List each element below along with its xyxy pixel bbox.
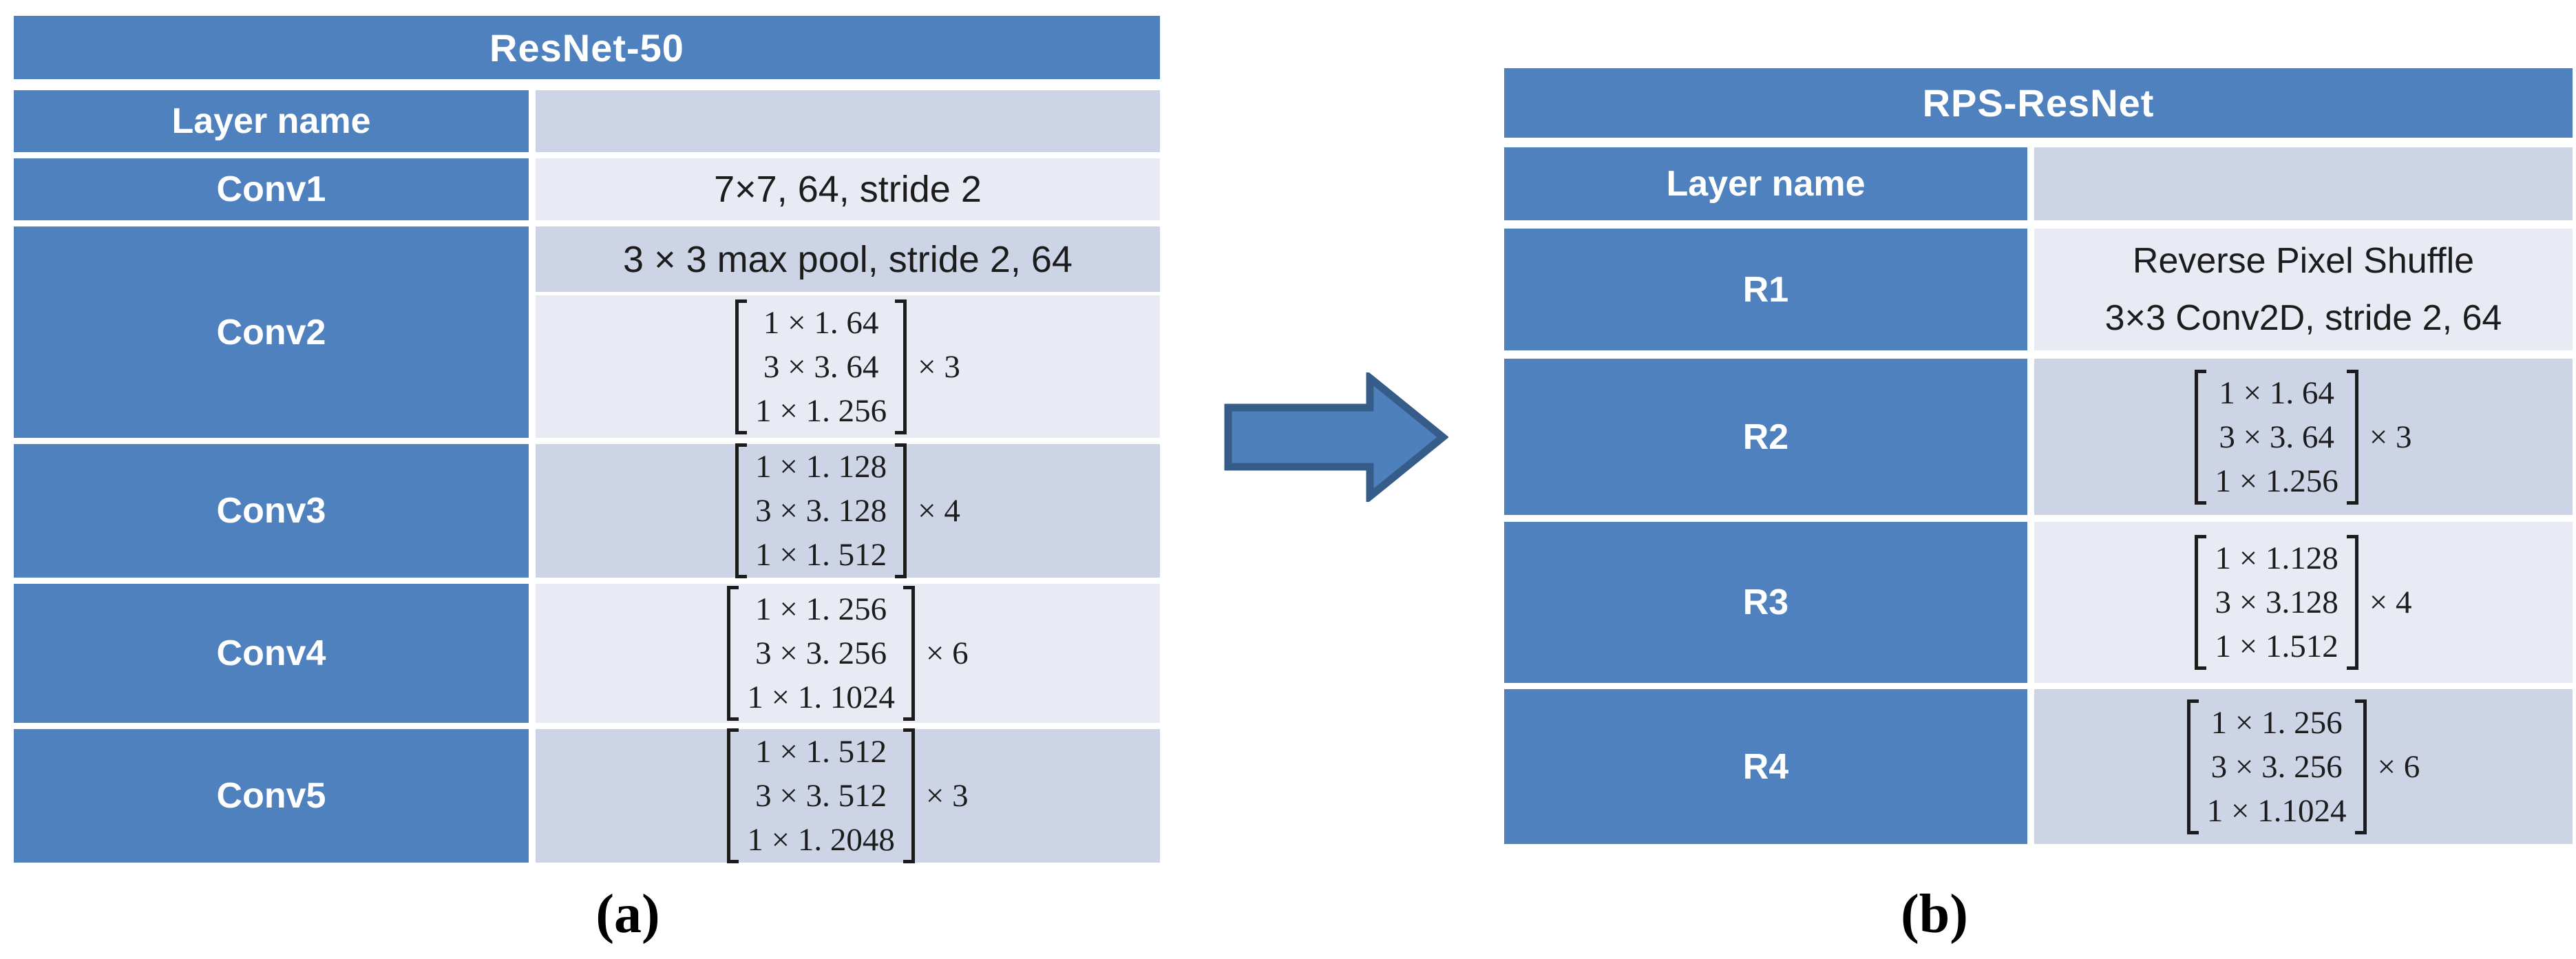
r1-line-conv2d: 3×3 Conv2D, stride 2, 64	[2104, 297, 2502, 338]
resnet50-layer-name-header-cell: Layer name	[14, 90, 529, 152]
matrix-left-bracket	[2186, 699, 2199, 834]
matrix-multiplier: × 6	[925, 635, 969, 671]
conv1-label-cell: Conv1	[14, 158, 529, 220]
conv4-matrix-cell: 1 × 1. 256 3 × 3. 256 1 × 1. 1024 × 6	[536, 584, 1160, 723]
conv1-value-cell: 7×7, 64, stride 2	[536, 158, 1160, 220]
r1-value-cell: Reverse Pixel Shuffle 3×3 Conv2D, stride…	[2034, 229, 2573, 350]
matrix-right-bracket	[895, 299, 907, 434]
resnet50-table: ResNet-50 Layer name Conv1 7×7, 64, stri…	[14, 16, 1160, 863]
r4-label-cell: R4	[1504, 689, 2027, 844]
matrix-row: 1 × 1. 64	[763, 304, 879, 341]
matrix-row: 1 × 1. 2048	[747, 822, 895, 858]
matrix-row: 1 × 1. 256	[755, 591, 887, 627]
conv5-bottleneck-matrix: 1 × 1. 512 3 × 3. 512 1 × 1. 2048 × 3	[727, 728, 969, 863]
r2-matrix-cell: 1 × 1. 64 3 × 3. 64 1 × 1.256 × 3	[2034, 359, 2573, 515]
conv3-label-cell: Conv3	[14, 444, 529, 578]
rps-layer-name-header-cell: Layer name	[1504, 147, 2027, 220]
matrix-row: 3 × 3.128	[2215, 584, 2339, 620]
conv5-label-cell: Conv5	[14, 729, 529, 863]
matrix-left-bracket	[727, 728, 739, 863]
conv3-bottleneck-matrix: 1 × 1. 128 3 × 3. 128 1 × 1. 512 × 4	[735, 443, 960, 578]
matrix-row: 3 × 3. 512	[755, 778, 887, 814]
matrix-row: 3 × 3. 256	[755, 635, 887, 671]
subfigure-caption-b: (b)	[1901, 884, 1968, 945]
conv3-matrix-cell: 1 × 1. 128 3 × 3. 128 1 × 1. 512 × 4	[536, 443, 1160, 578]
rps-resnet-table: RPS-ResNet Layer name R1 Reverse Pixel S…	[1504, 68, 2573, 844]
matrix-multiplier: × 4	[2369, 584, 2412, 620]
resnet50-layer-name-empty-cell	[536, 90, 1160, 152]
matrix-left-bracket	[2195, 535, 2207, 670]
conv5-matrix-cell: 1 × 1. 512 3 × 3. 512 1 × 1. 2048 × 3	[536, 728, 1160, 863]
matrix-right-bracket	[895, 443, 907, 578]
matrix-left-bracket	[727, 586, 739, 721]
matrix-right-bracket	[2354, 699, 2367, 834]
r3-bottleneck-matrix: 1 × 1.128 3 × 3.128 1 × 1.512 × 4	[2195, 535, 2412, 670]
matrix-row: 1 × 1.256	[2215, 463, 2339, 499]
conv4-label-cell: Conv4	[14, 584, 529, 723]
r1-label-cell: R1	[1504, 229, 2027, 350]
conv2-label-cell: Conv2	[14, 226, 529, 438]
rps-layer-name-empty-cell	[2034, 147, 2573, 220]
transform-right-arrow-icon	[1224, 370, 1449, 505]
matrix-left-bracket	[735, 299, 748, 434]
matrix-row: 1 × 1. 512	[755, 537, 887, 573]
r2-label-cell: R2	[1504, 359, 2027, 515]
resnet50-table-title: ResNet-50	[14, 16, 1160, 79]
rps-resnet-table-title: RPS-ResNet	[1504, 68, 2573, 138]
matrix-row: 1 × 1. 128	[755, 449, 887, 485]
r3-label-cell: R3	[1504, 522, 2027, 683]
matrix-left-bracket	[2195, 369, 2207, 505]
matrix-row: 3 × 3. 64	[2219, 419, 2334, 455]
matrix-row: 3 × 3. 256	[2210, 748, 2343, 785]
matrix-multiplier: × 3	[918, 348, 960, 385]
matrix-row: 1 × 1.512	[2215, 629, 2339, 664]
matrix-multiplier: × 3	[2369, 419, 2412, 455]
matrix-multiplier: × 6	[2377, 748, 2420, 785]
matrix-right-bracket	[902, 728, 915, 863]
subfigure-caption-a: (a)	[595, 884, 660, 945]
matrix-multiplier: × 3	[925, 778, 969, 814]
matrix-row: 1 × 1.128	[2215, 540, 2339, 576]
matrix-row: 1 × 1. 256	[755, 392, 887, 429]
matrix-row: 1 × 1. 512	[755, 734, 887, 770]
r4-bottleneck-matrix: 1 × 1. 256 3 × 3. 256 1 × 1.1024 × 6	[2186, 699, 2420, 834]
matrix-row: 3 × 3. 128	[755, 493, 887, 529]
conv4-bottleneck-matrix: 1 × 1. 256 3 × 3. 256 1 × 1. 1024 × 6	[727, 586, 969, 721]
matrix-row: 3 × 3. 64	[763, 348, 879, 385]
matrix-row: 1 × 1. 256	[2210, 704, 2343, 741]
matrix-row: 1 × 1. 64	[2219, 375, 2334, 411]
matrix-right-bracket	[2346, 369, 2358, 505]
r3-matrix-cell: 1 × 1.128 3 × 3.128 1 × 1.512 × 4	[2034, 522, 2573, 683]
r2-bottleneck-matrix: 1 × 1. 64 3 × 3. 64 1 × 1.256 × 3	[2195, 369, 2412, 505]
conv2-matrix-cell: 1 × 1. 64 3 × 3. 64 1 × 1. 256 × 3	[536, 295, 1160, 438]
matrix-right-bracket	[2346, 535, 2358, 670]
conv2-bottleneck-matrix: 1 × 1. 64 3 × 3. 64 1 × 1. 256 × 3	[735, 299, 960, 434]
matrix-left-bracket	[735, 443, 748, 578]
conv2-maxpool-cell: 3 × 3 max pool, stride 2, 64	[536, 226, 1160, 292]
matrix-multiplier: × 4	[918, 493, 960, 529]
r1-line-reverse-pixel-shuffle: Reverse Pixel Shuffle	[2132, 241, 2475, 282]
matrix-right-bracket	[902, 586, 915, 721]
matrix-row: 1 × 1.1024	[2206, 792, 2347, 829]
matrix-row: 1 × 1. 1024	[747, 679, 895, 715]
r4-matrix-cell: 1 × 1. 256 3 × 3. 256 1 × 1.1024 × 6	[2034, 689, 2573, 844]
